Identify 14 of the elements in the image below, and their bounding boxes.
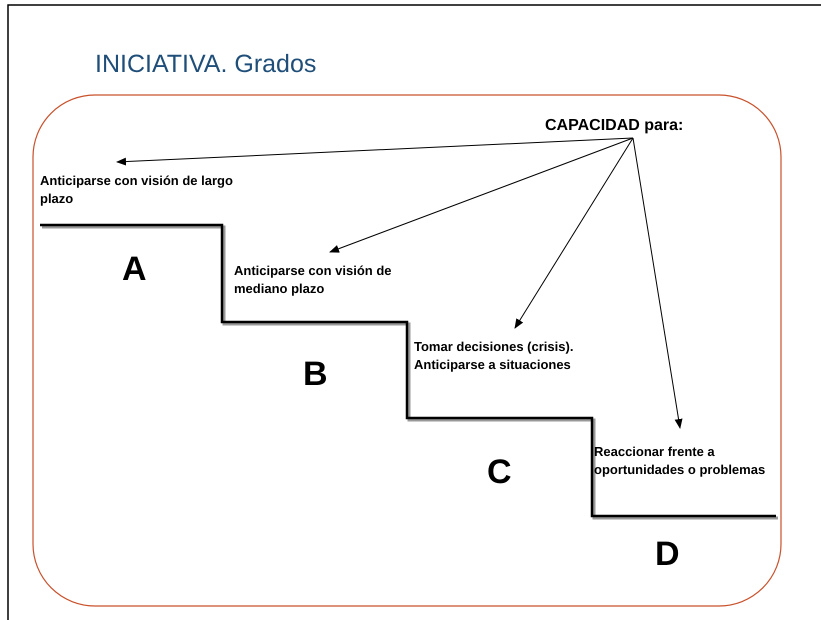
step-letter: C bbox=[487, 453, 512, 491]
step-text: Tomar decisiones (crisis). Anticiparse a situaciones bbox=[414, 328, 575, 374]
arrow bbox=[329, 138, 634, 253]
arrow bbox=[632, 138, 682, 429]
heading-text: CAPACIDAD para: bbox=[545, 114, 685, 138]
step-letter: D bbox=[655, 535, 680, 573]
arrow bbox=[514, 138, 634, 329]
slide-title: INICIATIVA. Grados bbox=[95, 50, 316, 79]
step-text: Anticiparse con visión de mediano plazo bbox=[234, 252, 393, 298]
arrow bbox=[116, 138, 634, 166]
step-text: Reaccionar frente a oportunidades o problemas bbox=[594, 428, 767, 479]
step-letter: A bbox=[122, 250, 147, 288]
step-text: Anticiparse con visión de largo plazo bbox=[40, 162, 234, 208]
step-letter: B bbox=[303, 355, 328, 393]
